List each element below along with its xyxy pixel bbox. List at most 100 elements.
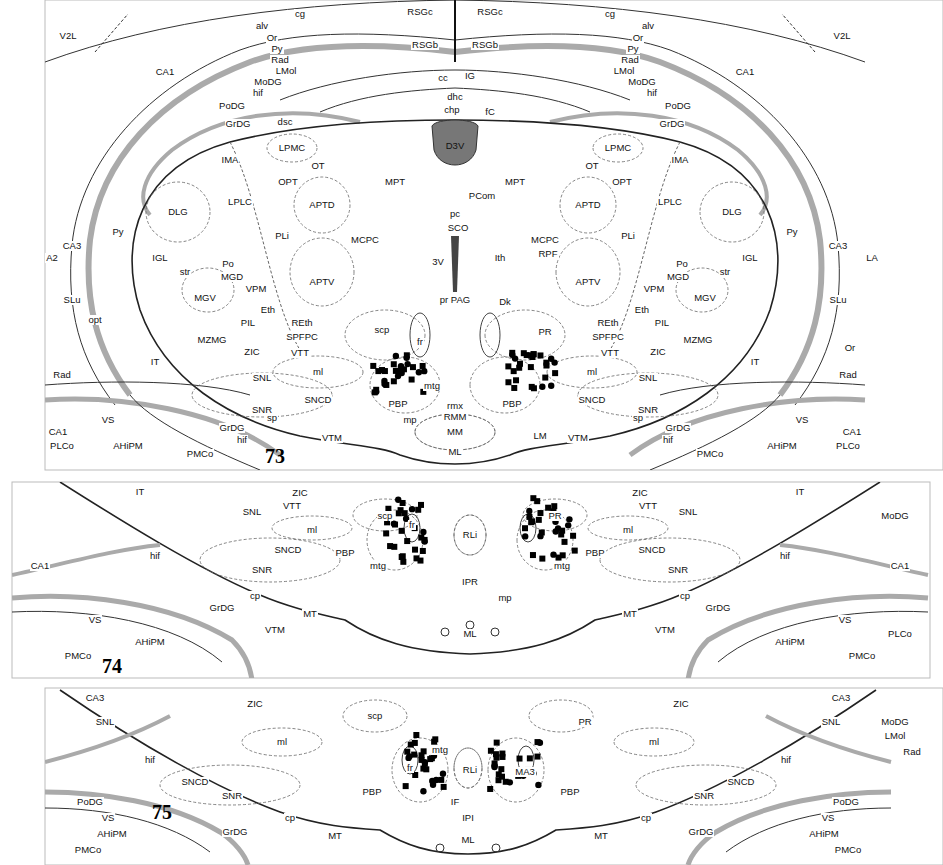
marker-square bbox=[522, 525, 528, 531]
marker-square bbox=[404, 538, 410, 544]
region-label: ML bbox=[462, 629, 477, 639]
region-label: VS bbox=[795, 415, 810, 425]
region-label: LPLC bbox=[657, 197, 683, 207]
region-label: CA3 bbox=[828, 241, 848, 251]
atlas-line bbox=[343, 700, 407, 732]
region-label: MPT bbox=[504, 177, 526, 187]
region-label: SNCD bbox=[578, 395, 607, 405]
section-number: 75 bbox=[151, 802, 173, 822]
atlas-line bbox=[432, 120, 478, 165]
region-label: VS bbox=[821, 813, 836, 823]
marker-square bbox=[432, 736, 438, 742]
region-label: MT bbox=[327, 831, 343, 841]
region-label: fr bbox=[408, 520, 416, 530]
region-label: PMCo bbox=[696, 449, 724, 459]
atlas-line bbox=[272, 516, 352, 540]
marker-square bbox=[418, 502, 424, 508]
atlas-line bbox=[320, 88, 455, 112]
region-label: IGL bbox=[741, 253, 758, 263]
region-label: LMol bbox=[884, 731, 907, 741]
atlas-line bbox=[160, 700, 482, 805]
atlas-line bbox=[146, 182, 210, 242]
atlas-line bbox=[60, 482, 470, 654]
marker-square bbox=[517, 756, 523, 762]
atlas-line bbox=[410, 313, 430, 357]
region-label: LMol bbox=[275, 66, 298, 76]
region-label: alv bbox=[641, 21, 655, 31]
region-label: SNL bbox=[638, 373, 658, 383]
region-label: SNL bbox=[95, 717, 115, 727]
marker-dot bbox=[391, 521, 397, 527]
panel-frame bbox=[45, 0, 943, 470]
marker-dot bbox=[420, 788, 426, 794]
marker-square bbox=[534, 754, 540, 760]
atlas-line bbox=[45, 808, 210, 852]
marker-square bbox=[530, 352, 536, 358]
atlas-line bbox=[466, 621, 474, 629]
marker-dot bbox=[416, 369, 422, 375]
section-number: 73 bbox=[264, 446, 286, 466]
region-label: AHiPM bbox=[774, 637, 806, 647]
region-label: MT bbox=[622, 609, 638, 619]
region-label: PBP bbox=[387, 399, 408, 409]
region-label: mtg bbox=[431, 745, 449, 755]
region-label: PBP bbox=[361, 787, 382, 797]
marker-square bbox=[403, 783, 409, 789]
marker-square bbox=[543, 363, 549, 369]
region-label: ZIC bbox=[649, 347, 666, 357]
region-label: cp bbox=[679, 591, 691, 601]
region-label: Rad bbox=[902, 747, 921, 757]
region-label: VTM bbox=[264, 625, 286, 635]
region-label: CA1 bbox=[48, 427, 68, 437]
region-label: Rad bbox=[620, 55, 639, 65]
marker-square bbox=[542, 375, 548, 381]
region-label: ml bbox=[586, 367, 598, 377]
region-label: SNL bbox=[678, 507, 698, 517]
region-label: MoDG bbox=[880, 511, 909, 521]
region-label: GrDG bbox=[705, 603, 732, 613]
marker-square bbox=[537, 352, 543, 358]
region-label: VTT bbox=[290, 348, 310, 358]
atlas-line bbox=[242, 728, 322, 756]
marker-square bbox=[505, 379, 511, 385]
region-label: PMCo bbox=[74, 845, 102, 855]
atlas-line bbox=[200, 538, 340, 582]
region-label: IG bbox=[464, 71, 476, 81]
region-label: LM bbox=[532, 431, 547, 441]
marker-square bbox=[498, 766, 504, 772]
atlas-line bbox=[45, 792, 248, 865]
region-label: PLCo bbox=[887, 629, 913, 639]
region-label: SNL bbox=[252, 373, 272, 383]
region-label: PoDG bbox=[76, 797, 104, 807]
region-label: MT bbox=[593, 831, 609, 841]
region-label: ZIC bbox=[672, 699, 689, 709]
atlas-line bbox=[146, 134, 495, 450]
marker-square bbox=[402, 510, 408, 516]
region-label: Or bbox=[266, 33, 279, 43]
region-label: MGD bbox=[220, 272, 244, 282]
region-label: APTD bbox=[308, 200, 335, 210]
region-label: scp bbox=[367, 711, 384, 721]
marker-square bbox=[562, 539, 568, 545]
marker-square bbox=[417, 558, 423, 564]
marker-square bbox=[370, 363, 376, 369]
region-label: RPF bbox=[538, 249, 559, 259]
region-label: MZMG bbox=[682, 335, 713, 345]
region-label: PBP bbox=[501, 399, 522, 409]
region-label: SPFPC bbox=[285, 332, 319, 342]
region-label: IT bbox=[795, 487, 805, 497]
region-label: Po bbox=[221, 259, 235, 269]
region-label: cg bbox=[604, 9, 616, 19]
marker-dot bbox=[548, 383, 554, 389]
region-label: ZIC bbox=[291, 488, 308, 498]
region-label: IF bbox=[450, 797, 460, 807]
marker-dot bbox=[421, 368, 427, 374]
region-label: MA3 bbox=[514, 767, 536, 777]
region-label: LMol bbox=[613, 66, 636, 76]
marker-square bbox=[496, 771, 502, 777]
region-label: GrDG bbox=[688, 827, 715, 837]
region-label: hif bbox=[149, 551, 161, 561]
region-label: V2L bbox=[833, 31, 852, 41]
marker-dot bbox=[537, 739, 543, 745]
marker-square bbox=[387, 543, 393, 549]
